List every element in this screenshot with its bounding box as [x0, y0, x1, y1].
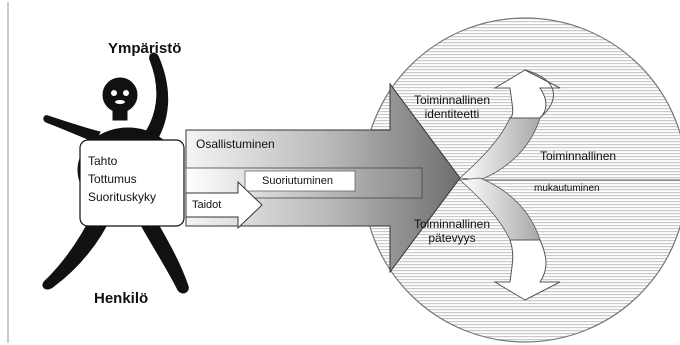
- person-label: Henkilö: [94, 290, 149, 307]
- environment-circle: [362, 17, 680, 343]
- adaptation-label-line2: mukautuminen: [534, 183, 600, 194]
- subsystems-box: [79, 139, 185, 227]
- identity-line1: Toiminnallinen: [413, 93, 491, 107]
- competence-curve-arrow: [459, 177, 561, 301]
- competence-line2: pätevyys: [428, 230, 476, 245]
- performance-label-box: [244, 170, 356, 192]
- head-icon: [102, 77, 138, 113]
- identity-label: Toiminnallinen identiteetti: [402, 93, 502, 122]
- performance-label: Suoriutuminen: [262, 175, 333, 187]
- adaptation-label-line1: Toiminnallinen: [540, 149, 617, 163]
- skills-label: Taidot: [192, 199, 222, 211]
- identity-curve-arrow: [459, 69, 561, 181]
- participation-label: Osallistuminen: [196, 137, 275, 151]
- environment-label: Ympäristö: [108, 40, 182, 57]
- performance-capacity-label: Suorituskyky: [88, 190, 157, 204]
- competence-label: Toiminnallinen pätevyys: [402, 217, 502, 246]
- skills-arrow: [185, 180, 263, 230]
- identity-line2: identiteetti: [424, 106, 480, 121]
- volition-label: Tahto: [88, 154, 118, 168]
- habituation-label: Tottumus: [88, 172, 137, 186]
- competence-line1: Toiminnallinen: [413, 217, 491, 231]
